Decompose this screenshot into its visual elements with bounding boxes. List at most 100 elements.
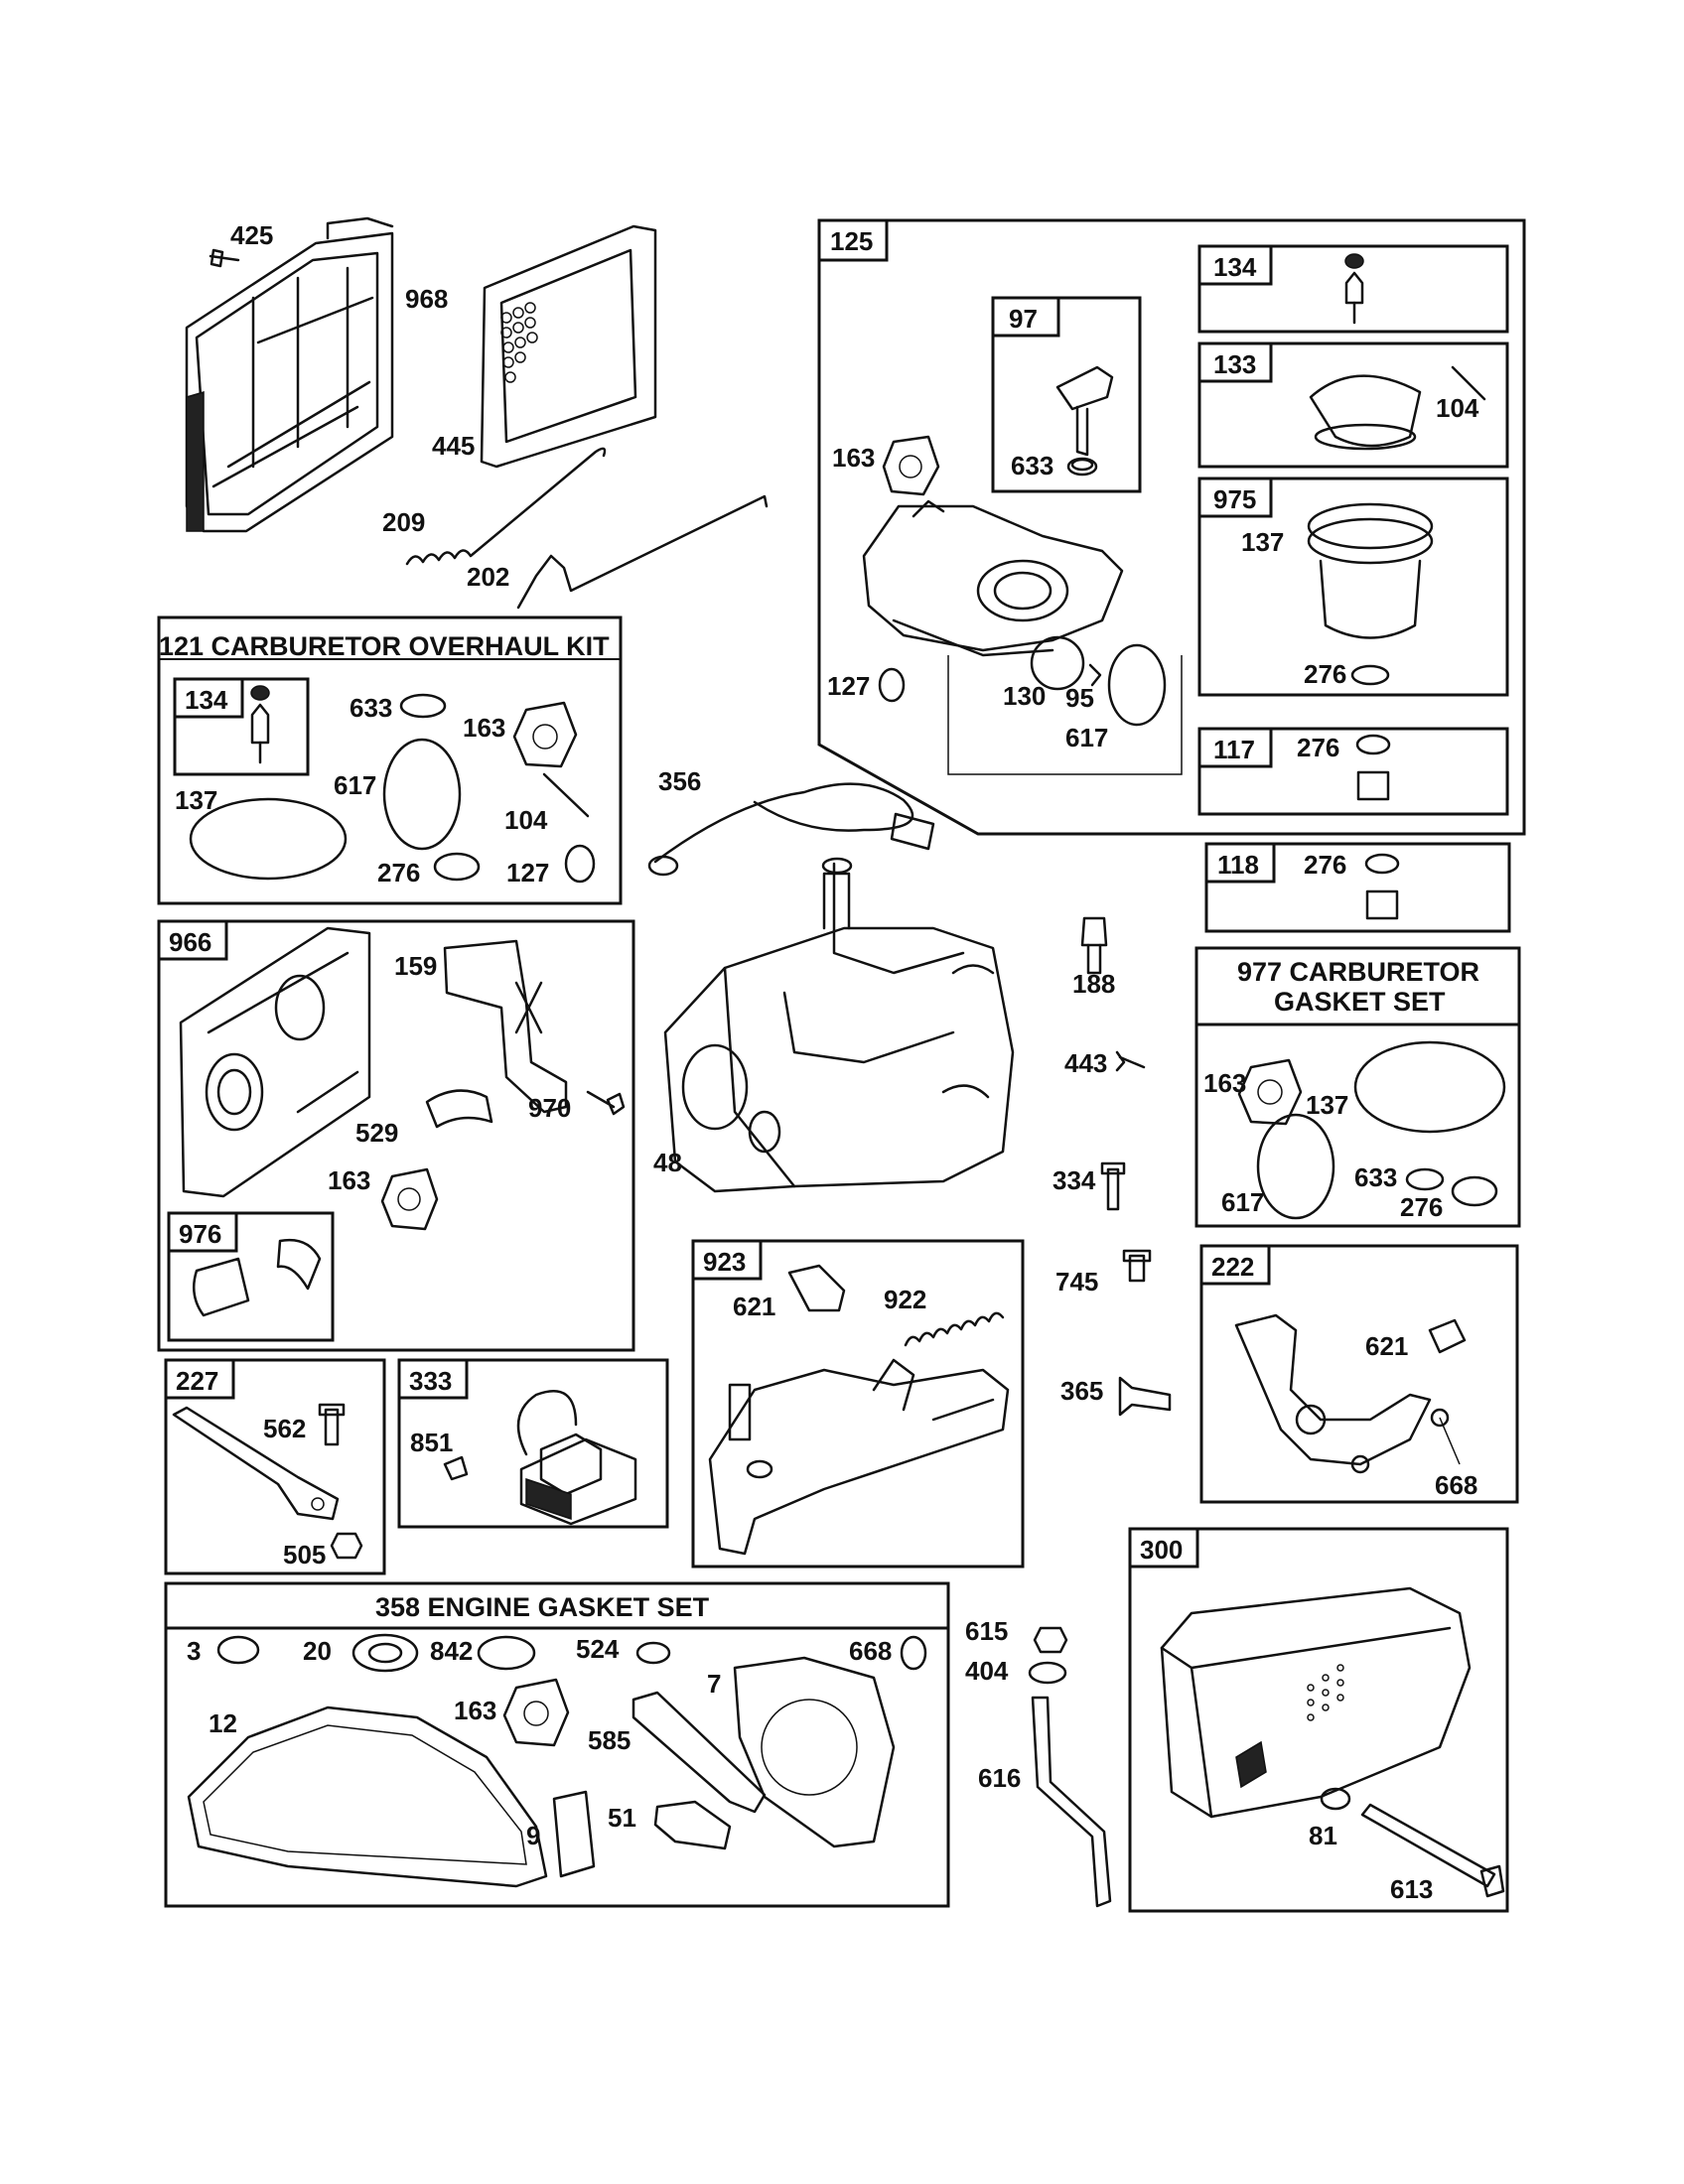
svg-text:404: 404 (965, 1656, 1009, 1686)
svg-text:134: 134 (185, 685, 228, 715)
svg-text:975: 975 (1213, 484, 1256, 514)
svg-text:585: 585 (588, 1725, 631, 1755)
svg-text:976: 976 (179, 1219, 221, 1249)
svg-text:3: 3 (187, 1636, 201, 1666)
svg-text:12: 12 (209, 1708, 237, 1738)
svg-text:118: 118 (1217, 850, 1259, 880)
carburetor-assembly-box: 125 97 633 163 134 (817, 218, 1526, 836)
svg-text:617: 617 (1221, 1187, 1264, 1217)
svg-text:923: 923 (703, 1247, 746, 1277)
link-box: 227 562 505 (164, 1358, 386, 1575)
carburetor-body (862, 499, 1124, 657)
engine-block-48 (663, 857, 1015, 1193)
label-209: 209 (382, 507, 425, 537)
svg-text:188: 188 (1072, 969, 1115, 999)
svg-text:356: 356 (658, 766, 701, 796)
svg-text:617: 617 (1065, 723, 1108, 752)
oring-404 (1028, 1661, 1067, 1685)
svg-text:137: 137 (175, 785, 217, 815)
gasket-163c (502, 1678, 570, 1747)
link-202 (516, 494, 769, 610)
gasket-163b (380, 1167, 439, 1231)
label-202: 202 (467, 562, 509, 592)
muffler-300 (1160, 1586, 1472, 1819)
svg-text:104: 104 (504, 805, 548, 835)
label-445: 445 (432, 431, 475, 461)
governor-plate (708, 1358, 1010, 1556)
crankcase-gasket-12 (187, 1706, 548, 1888)
head-gasket-7 (733, 1656, 896, 1848)
svg-text:117: 117 (1213, 735, 1255, 764)
svg-text:276: 276 (1400, 1192, 1443, 1222)
svg-text:134: 134 (1213, 252, 1257, 282)
svg-text:613: 613 (1390, 1874, 1433, 1904)
svg-text:81: 81 (1309, 1821, 1337, 1850)
svg-text:227: 227 (176, 1366, 218, 1396)
screw-970 (586, 1090, 626, 1116)
svg-text:842: 842 (430, 1636, 473, 1666)
svg-text:505: 505 (283, 1540, 326, 1570)
svg-text:334: 334 (1052, 1165, 1096, 1195)
overhaul-kit-box: 121 CARBURETOR OVERHAUL KIT 134 633 163 … (157, 615, 623, 905)
screw-188 (1080, 916, 1108, 975)
svg-text:276: 276 (1304, 850, 1346, 880)
bowl-975 (1307, 502, 1434, 686)
svg-text:745: 745 (1055, 1267, 1098, 1297)
svg-text:276: 276 (377, 858, 420, 887)
svg-text:130: 130 (1003, 681, 1046, 711)
gasket-163 (882, 435, 940, 496)
svg-text:616: 616 (978, 1763, 1021, 1793)
svg-text:163: 163 (328, 1165, 370, 1195)
engine-gasket-set-box: 358 ENGINE GASKET SET 3 20 842 524 668 1… (164, 1581, 950, 1908)
screw-745 (1122, 1249, 1152, 1283)
svg-text:668: 668 (849, 1636, 892, 1666)
svg-text:970: 970 (528, 1093, 571, 1123)
set-gasket-163 (1237, 1058, 1303, 1126)
svg-text:633: 633 (1354, 1162, 1397, 1192)
overhaul-kit-title: 121 CARBURETOR OVERHAUL KIT (159, 631, 610, 661)
screw-365 (1118, 1376, 1172, 1417)
kit-gasket-163 (512, 701, 578, 768)
dipstick-616 (1031, 1696, 1112, 1908)
throttle-shaft-97 (1055, 365, 1114, 472)
screw-562 (318, 1403, 346, 1446)
svg-text:7: 7 (707, 1669, 721, 1699)
gasket-51 (653, 1800, 732, 1850)
svg-text:562: 562 (263, 1414, 306, 1443)
svg-text:104: 104 (1436, 393, 1479, 423)
svg-text:615: 615 (965, 1616, 1008, 1646)
engine-gasket-set-title: 358 ENGINE GASKET SET (375, 1592, 710, 1622)
gasket-set-title-line1: 977 CARBURETOR (1237, 957, 1479, 987)
svg-text:163: 163 (832, 443, 875, 473)
label-968: 968 (405, 284, 448, 314)
ground-wire-356 (647, 782, 935, 877)
ignition-coil-333 (516, 1390, 637, 1526)
spring-922 (904, 1311, 1005, 1347)
link-227 (172, 1406, 340, 1521)
svg-text:127: 127 (506, 858, 549, 887)
svg-text:633: 633 (1011, 451, 1053, 480)
svg-text:617: 617 (334, 770, 376, 800)
svg-text:365: 365 (1060, 1376, 1103, 1406)
svg-text:95: 95 (1065, 683, 1094, 713)
svg-text:127: 127 (827, 671, 870, 701)
drain-screw-117 (1355, 734, 1391, 801)
svg-text:922: 922 (884, 1285, 926, 1314)
gasket-set-title-line2: GASKET SET (1274, 987, 1446, 1017)
svg-text:222: 222 (1211, 1252, 1254, 1282)
svg-text:133: 133 (1213, 349, 1256, 379)
wire-851 (443, 1455, 469, 1481)
svg-text:125: 125 (830, 226, 873, 256)
svg-text:276: 276 (1297, 733, 1339, 762)
lever-621 (787, 1264, 846, 1312)
clip-621 (1428, 1318, 1467, 1354)
svg-text:276: 276 (1304, 659, 1346, 689)
tube-529 (425, 1089, 493, 1129)
svg-text:443: 443 (1064, 1048, 1107, 1078)
svg-text:621: 621 (1365, 1331, 1408, 1361)
air-cleaner-base (185, 216, 394, 533)
carb-gasket-set-box: 977 CARBURETOR GASKET SET 163 137 617 63… (1194, 946, 1521, 1228)
svg-text:9: 9 (526, 1821, 540, 1850)
muffler-box: 300 81 613 (1128, 1527, 1509, 1913)
